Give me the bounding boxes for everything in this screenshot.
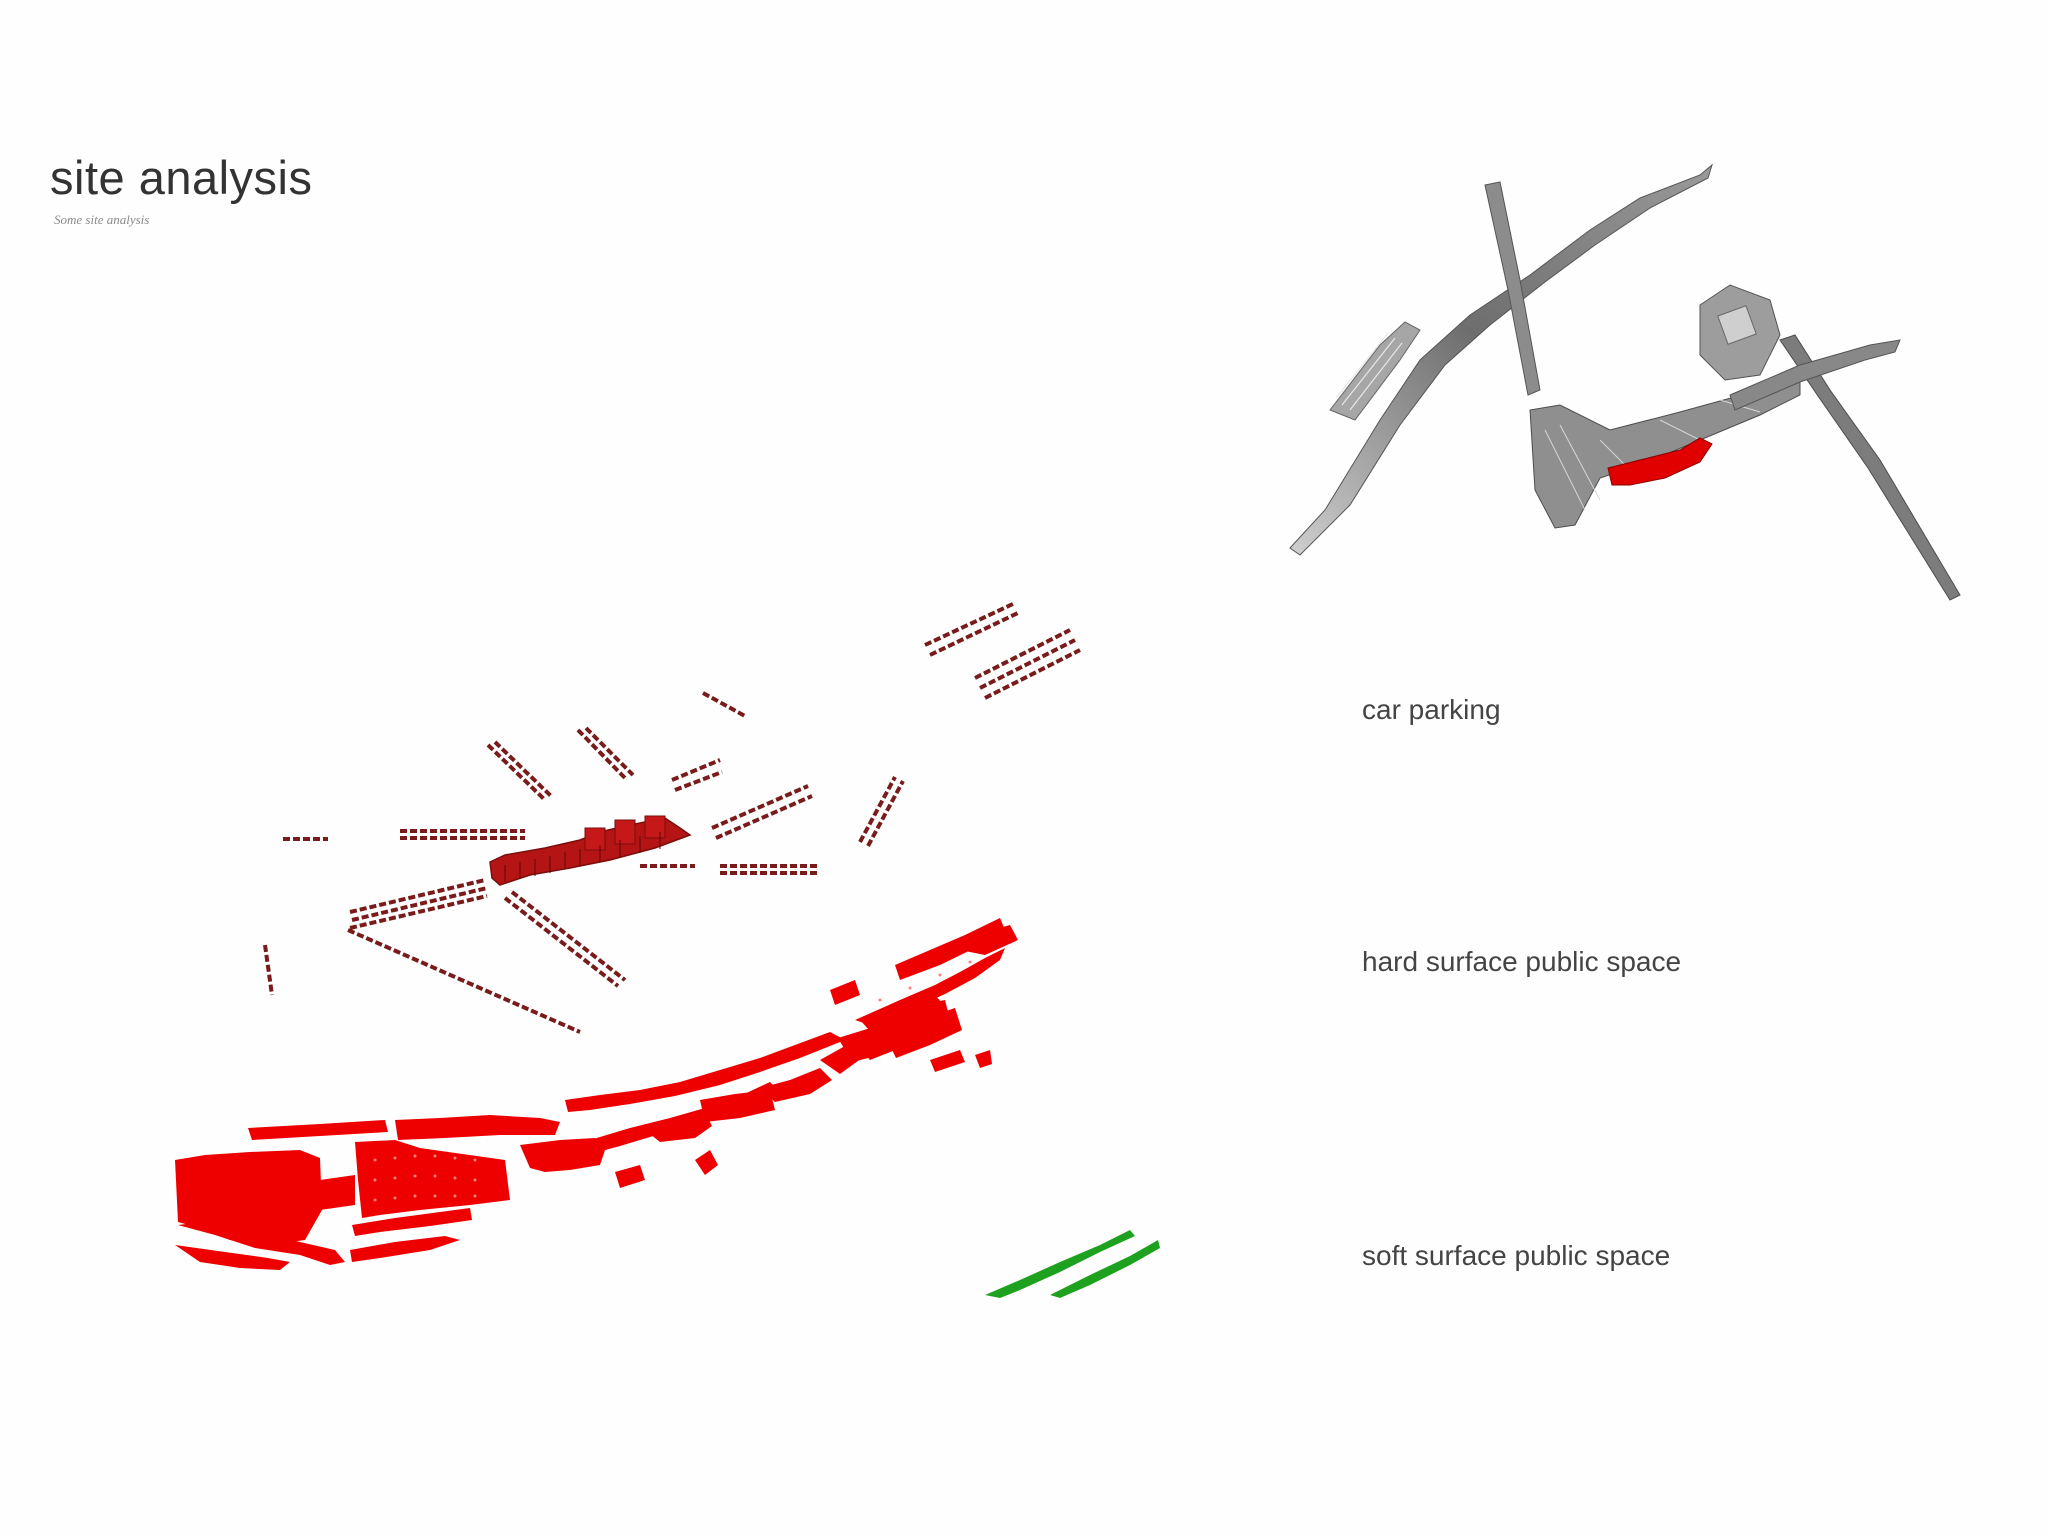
district-fabric — [1529, 369, 1801, 529]
rail-corridor — [1289, 163, 1713, 556]
site-highlight — [1607, 437, 1713, 486]
legend-hard-surface: hard surface public space — [1362, 946, 1682, 977]
road-southeast — [1779, 334, 1961, 601]
hard-surface-texture — [373, 960, 972, 1202]
page-subtitle: Some site analysis — [54, 212, 150, 227]
soft-surface-layer — [985, 1230, 1160, 1298]
parking-building — [489, 815, 692, 886]
legend-soft-surface: soft surface public space — [1362, 1240, 1671, 1271]
site-location-map-icon — [1289, 163, 1961, 601]
page-title: site analysis — [50, 151, 313, 204]
site-analysis-plan — [175, 601, 1160, 1298]
station-block — [1329, 321, 1421, 421]
street-north — [1484, 181, 1541, 396]
hard-surface-layer — [175, 918, 1018, 1270]
car-parking-layer — [263, 601, 1081, 1034]
legend-car-parking: car parking — [1362, 694, 1501, 725]
road-northeast — [1729, 339, 1901, 411]
